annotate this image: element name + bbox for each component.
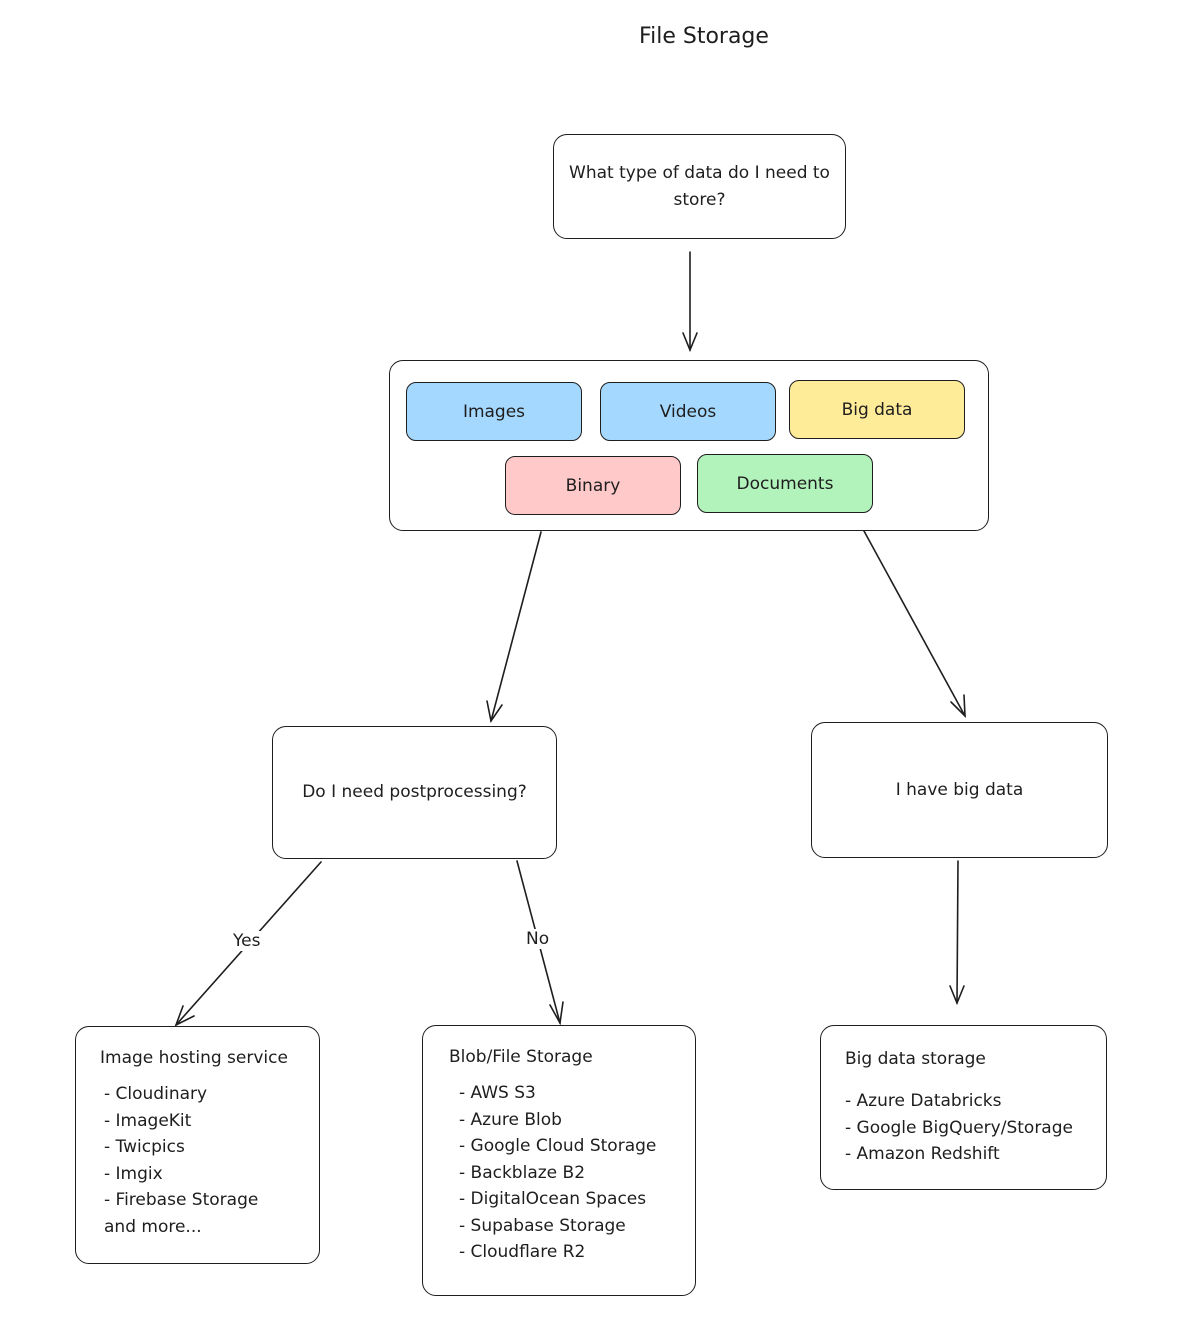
question-node: What type of data do I need to store? <box>553 134 846 239</box>
type-chip-big-data-label: Big data <box>841 399 913 420</box>
image-hosting-heading: Image hosting service <box>100 1048 288 1068</box>
list-item: - Amazon Redshift <box>845 1144 1000 1164</box>
list-item: - Google Cloud Storage <box>459 1136 657 1156</box>
type-chip-big-data: Big data <box>789 380 965 439</box>
postprocessing-node-label: Do I need postprocessing? <box>302 782 527 802</box>
list-item: - DigitalOcean Spaces <box>459 1189 647 1209</box>
list-item: - Twicpics <box>104 1137 185 1157</box>
type-chip-documents-label: Documents <box>736 473 834 494</box>
list-item: - Supabase Storage <box>459 1215 626 1236</box>
diagram-title: File Storage <box>639 24 769 49</box>
list-item: - Azure Blob <box>459 1109 562 1130</box>
blob-storage-node: Blob/File Storage - AWS S3 - Azure Blob … <box>422 1025 696 1296</box>
edge-label-no: No <box>523 929 553 949</box>
arrow-types-to-bigdata <box>863 530 966 719</box>
list-item: - Cloudflare R2 <box>459 1242 586 1262</box>
list-item: - Google BigQuery/Storage <box>845 1117 1073 1138</box>
type-chip-binary-label: Binary <box>565 475 621 496</box>
list-item: - Backblaze B2 <box>459 1162 586 1183</box>
type-chip-binary: Binary <box>505 456 681 515</box>
arrow-bigdata-to-storage <box>949 860 965 1006</box>
type-chip-documents: Documents <box>697 454 873 513</box>
question-node-label: What type of data do I need to store? <box>569 162 830 210</box>
bigdata-node-label: I have big data <box>895 779 1024 800</box>
type-chip-images-label: Images <box>462 401 526 422</box>
list-item: - Imgix <box>104 1163 163 1184</box>
type-chip-images: Images <box>406 382 582 441</box>
image-hosting-node: Image hosting service - Cloudinary - Ima… <box>75 1026 320 1264</box>
list-item: - Firebase Storage <box>104 1190 259 1210</box>
list-item: - Azure Databricks <box>845 1091 1002 1111</box>
arrow-question-to-types <box>682 251 698 353</box>
image-hosting-more: and more... <box>104 1216 202 1237</box>
bigdata-storage-node: Big data storage - Azure Databricks - Go… <box>820 1025 1107 1190</box>
bigdata-storage-heading: Big data storage <box>845 1049 986 1069</box>
list-item: - Cloudinary <box>104 1084 208 1104</box>
list-item: - ImageKit <box>104 1110 192 1131</box>
arrow-types-to-postprocessing <box>486 531 542 724</box>
postprocessing-node: Do I need postprocessing? <box>272 726 557 859</box>
list-item: - AWS S3 <box>459 1083 536 1103</box>
type-chip-videos: Videos <box>600 382 776 441</box>
edge-label-yes: Yes <box>230 931 264 951</box>
bigdata-node: I have big data <box>811 722 1108 858</box>
blob-storage-heading: Blob/File Storage <box>449 1047 593 1067</box>
type-chip-videos-label: Videos <box>659 401 717 422</box>
